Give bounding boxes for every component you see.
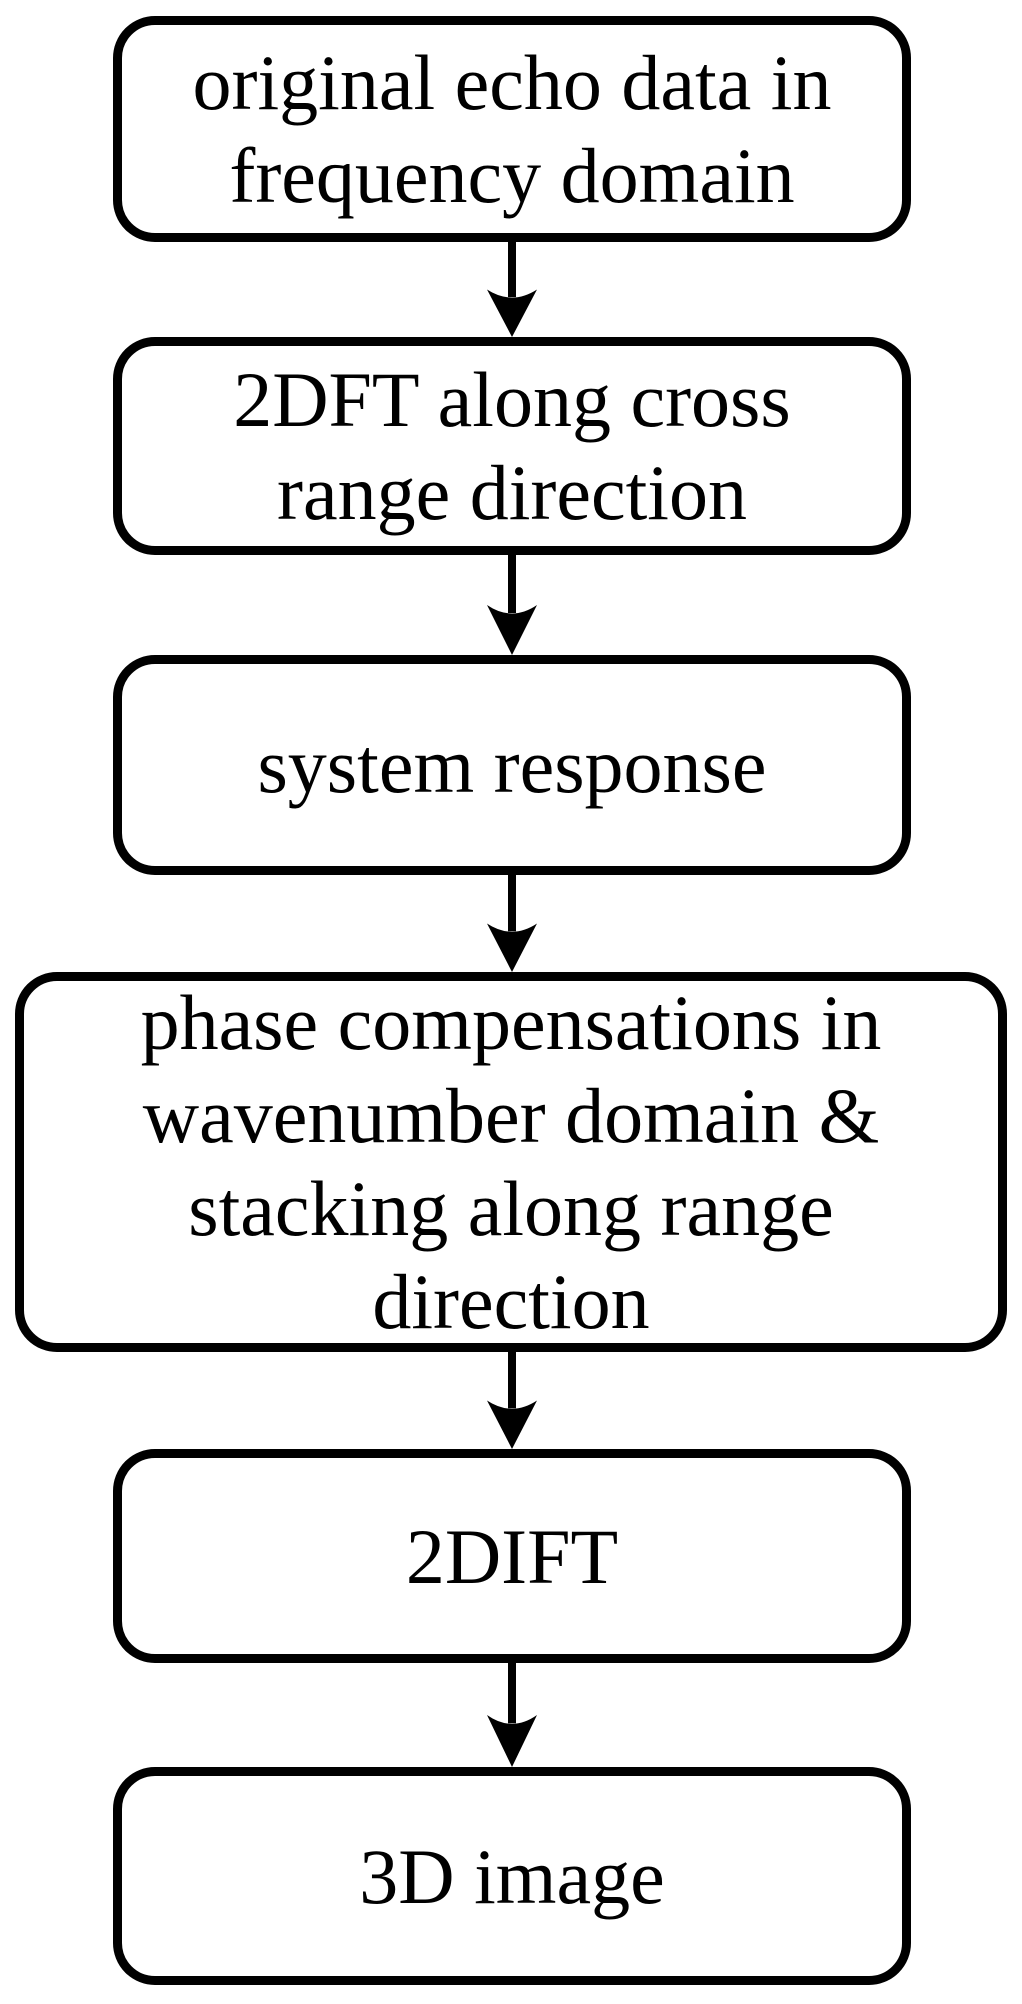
flow-node-3d-image: 3D image <box>113 1767 911 1985</box>
flow-node-label-line: 2DFT along cross <box>233 356 791 443</box>
flow-node-label-line: direction <box>372 1258 650 1345</box>
flow-arrow-down-icon <box>487 875 537 972</box>
flow-node-label-line: system response <box>257 721 767 809</box>
flow-node-label-line: range direction <box>277 449 747 536</box>
flow-node-label-line: 2DIFT <box>405 1512 619 1600</box>
flow-arrow-down-icon <box>487 555 537 655</box>
flow-node-2dft-cross-range: 2DFT along cross range direction <box>113 337 911 555</box>
flow-node-label-line: 3D image <box>359 1832 665 1920</box>
flow-arrow-down-icon <box>487 242 537 337</box>
flow-node-2dift: 2DIFT <box>113 1449 911 1663</box>
flow-node-label-line: wavenumber domain & <box>142 1072 880 1159</box>
flow-node-label-line: frequency domain <box>229 132 795 219</box>
flow-node-label-line: phase compensations in <box>140 979 882 1066</box>
flow-node-phase-compensation-stacking: phase compensations in wavenumber domain… <box>15 972 1007 1352</box>
flow-node-label-line: stacking along range <box>188 1165 834 1252</box>
flow-node-system-response: system response <box>113 655 911 875</box>
flow-node-label-line: original echo data in <box>192 39 832 126</box>
flow-node-original-echo-data: original echo data in frequency domain <box>113 16 911 242</box>
flow-arrow-down-icon <box>487 1663 537 1767</box>
flow-arrow-down-icon <box>487 1352 537 1449</box>
